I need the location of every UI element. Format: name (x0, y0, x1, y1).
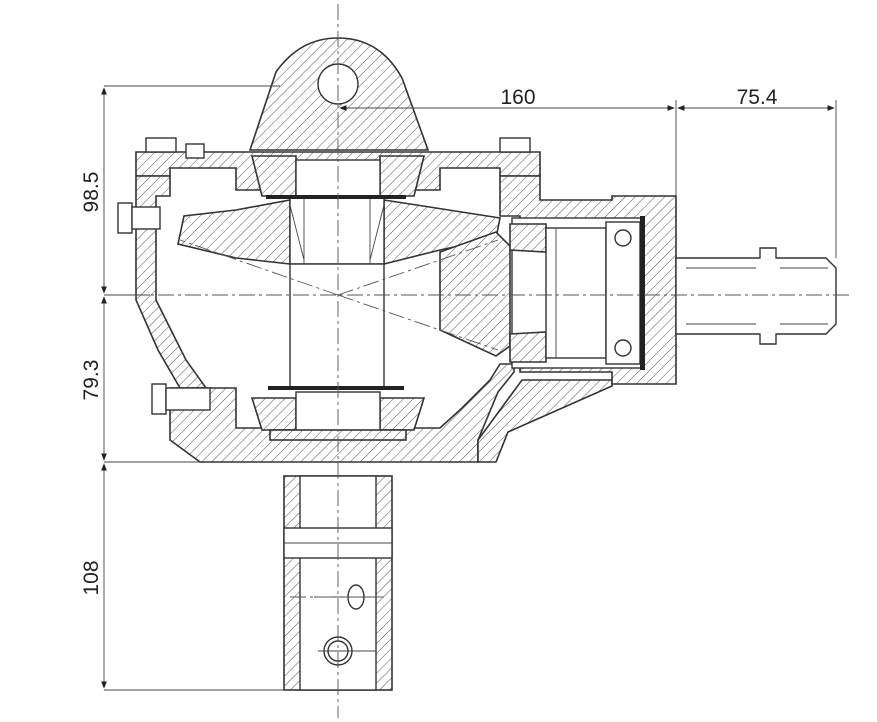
left-bolt-shank-lower (165, 387, 211, 411)
dim-text-75-4: 75.4 (737, 86, 778, 109)
circlip-right (640, 216, 645, 370)
pinion-bearing-lower (509, 331, 547, 363)
dim-text-98-5: 98.5 (80, 172, 103, 213)
snap-ring-upper (266, 195, 406, 199)
top-bolt-left-nut (185, 143, 205, 159)
pinion-assembly (439, 216, 837, 370)
pitch-cone-line-2 (337, 294, 499, 351)
gear-hub-diag-2 (369, 204, 385, 261)
dimensions: 160 75.4 98.5 79.3 108 (80, 85, 837, 691)
vertical-shaft-assembly (177, 155, 501, 441)
dim-text-79-3: 79.3 (80, 360, 103, 401)
lower-bearing-race (295, 391, 381, 433)
pitch-cone-line-3 (179, 239, 339, 296)
bevel-gear-left (177, 199, 291, 265)
dim-text-108: 108 (80, 560, 103, 595)
pinion-spacer (545, 227, 607, 359)
top-bolt-left-head (145, 137, 177, 153)
ball-upper (614, 229, 632, 247)
pitch-cone-line-1 (337, 239, 499, 296)
dim-text-160: 160 (500, 86, 535, 109)
output-shaft (675, 247, 837, 345)
vertical-shaft (289, 263, 385, 389)
left-bolt-head-upper (117, 202, 133, 234)
gear-hub-diag-1 (289, 204, 305, 261)
right-rib (477, 379, 613, 463)
lower-bearing-right (379, 397, 426, 431)
left-bolt-head-lower (151, 383, 167, 415)
snap-ring-lower (268, 386, 404, 390)
center-lines (104, 4, 850, 718)
pinion-bearing-upper (509, 223, 547, 253)
top-bolt-right-head (499, 137, 531, 153)
lower-bearing-left (250, 397, 297, 431)
pinion-gear (439, 231, 511, 357)
left-bolt-shank-upper (131, 206, 161, 230)
ball-lower (614, 339, 632, 357)
